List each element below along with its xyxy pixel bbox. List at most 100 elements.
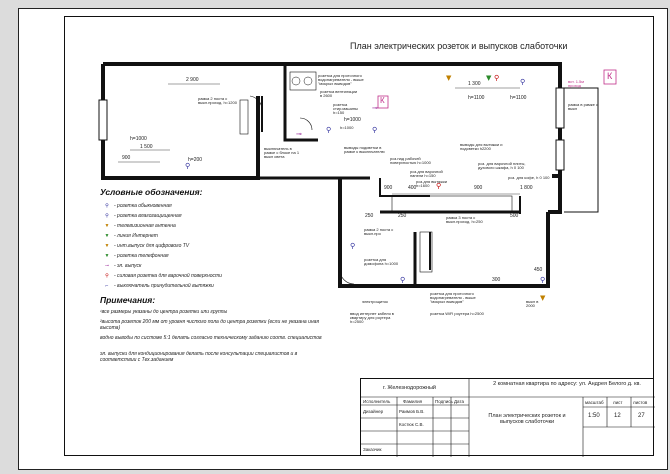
header-cell: Дата <box>454 399 464 404</box>
sheet-title: План электрических розеток и выпусков сл… <box>350 41 568 51</box>
row-cell: Дизайнер <box>363 409 384 414</box>
notes-title: Примечания: <box>100 295 156 305</box>
plan-annotation: розетка WiFi роутера h=2500 <box>430 311 484 316</box>
dim-label: 300 <box>492 277 501 283</box>
legend-item: ⊸ - эл. выпуск <box>100 263 142 269</box>
legend-item: ▼ - инт.выпуск для цифрового TV <box>100 243 190 249</box>
plan-annotation: К <box>607 71 613 81</box>
dim-label: 1 300 <box>468 81 481 87</box>
legend-label: - выключатель принудительной вытяжки <box>114 283 214 289</box>
plan-annotation: розетка для домофона h=1000 <box>364 257 399 267</box>
svg-text:▼: ▼ <box>540 294 546 302</box>
plan-annotation: роз.над рабочей поверхностью h=1000 <box>390 156 431 166</box>
plan-annotation: розетка для проточного водонагревателя -… <box>318 73 364 87</box>
dim-label: 250 <box>398 213 407 219</box>
svg-text:⊸: ⊸ <box>372 104 378 112</box>
sheet-label: лист <box>613 400 623 405</box>
dim-label: 500 <box>510 213 519 219</box>
legend-label: - линия Интернет <box>114 233 158 239</box>
dim-label: h=1000 <box>344 117 361 123</box>
legend-symbol-icon: ▼ <box>104 243 110 249</box>
scale-label: масштаб <box>585 400 604 405</box>
plan-annotation: розетка вентиляции в 2600 <box>320 89 358 99</box>
svg-text:⚲: ⚲ <box>400 276 405 284</box>
legend-item: ⚲- розетка обыкновенная <box>100 203 172 209</box>
svg-text:⚲: ⚲ <box>520 78 525 86</box>
svg-text:⚲: ⚲ <box>372 126 377 134</box>
legend-symbol-icon: ⊸ <box>104 263 110 269</box>
header-cell: Фамилия <box>403 399 423 404</box>
header-cell: Подпись <box>435 399 453 404</box>
plan-annotation: ввод интернет кабеля в квартиру для роут… <box>350 311 394 325</box>
note-item: эл. выпуски для кондиционирования делать… <box>100 351 298 363</box>
dim-label: 400 <box>408 185 417 191</box>
dim-label: h=1100 <box>510 95 527 101</box>
dim-label: 450 <box>534 267 543 273</box>
plan-annotation: розетка стир.машины h=150 <box>333 102 358 116</box>
dim-label: 250 <box>365 213 374 219</box>
city-label: г. Железнодорожный <box>383 385 436 391</box>
legend-symbol-icon: ⚲ <box>105 203 109 209</box>
plan-annotation: рамка в рамке с выкл <box>568 102 598 112</box>
plan-annotation: вст. 1.5м проход <box>568 79 585 89</box>
legend-symbol-icon: ⚲ <box>105 273 109 279</box>
legend-label: - телевизионная антенна <box>114 223 176 229</box>
legend-title: Условные обозначения: <box>100 187 203 197</box>
plan-annotation: роз.для вытяжки h=1600 <box>416 179 447 189</box>
dim-label: 900 <box>384 185 393 191</box>
plan-annotation: роз. для варочной плиты, духового шкафа,… <box>478 161 526 171</box>
note-item: ¹все размеры указаны до центра розетки и… <box>100 309 228 315</box>
legend-label: - розетка влагозащищенная <box>114 213 182 219</box>
svg-text:⚲: ⚲ <box>185 162 190 170</box>
drawing-name: План электрических розеток и выпусков сл… <box>488 413 566 425</box>
plan-annotation: рамка 2 поста с выкл.про <box>364 227 394 237</box>
row-cell: Костюк С.В. <box>399 422 424 427</box>
plan-annotation: выкл в 2000 <box>526 299 539 309</box>
drawing-frame <box>64 16 654 456</box>
legend-symbol-icon: ▼ <box>104 233 110 239</box>
scale-value: 1:50 <box>588 413 600 419</box>
legend-item: ⚲ - розетка влагозащищенная <box>100 213 182 219</box>
plan-annotation: выключатель в рамке с блоке на 1 выкл св… <box>264 146 300 160</box>
plan-annotation: роз.для варочной панели h=150 <box>410 169 443 179</box>
note-item: ²высота розеток 200 мм от уровня чистого… <box>100 319 320 331</box>
dim-label: h=1100 <box>468 95 485 101</box>
legend-item: ⌐ - выключатель принудительной вытяжки <box>100 283 214 289</box>
plan-annotation: выводы для вытяжки и подсветки h2200 <box>460 142 503 152</box>
svg-text:⚲: ⚲ <box>326 126 331 134</box>
plan-annotation: электрощиток <box>362 299 388 304</box>
legend-label: - розетка телефонная <box>114 253 169 259</box>
svg-text:⚲: ⚲ <box>494 74 499 82</box>
svg-text:⚲: ⚲ <box>436 182 441 190</box>
sheets-label: листов <box>633 400 648 405</box>
legend-item: ▼ - линия Интернет <box>100 233 158 239</box>
legend-label: - силовая розетка для варочной поверхнос… <box>114 273 222 279</box>
plan-annotation: рамка 3 поста с выкл.проход. h=250 <box>446 215 483 225</box>
sheets-value: 27 <box>638 413 645 419</box>
plan-annotation: роз. для кофе, h 0 100 <box>508 175 550 180</box>
header-cell: Исполнитель <box>363 399 391 404</box>
project-label: 2 комнатная квартира по адресу: ул. Андр… <box>493 381 641 387</box>
legend-label: - эл. выпуск <box>114 263 142 269</box>
svg-text:⚲: ⚲ <box>540 276 545 284</box>
row-cell: Раимов Б.В. <box>399 409 425 414</box>
dim-label: 900 <box>474 185 483 191</box>
svg-text:▼: ▼ <box>486 74 492 82</box>
dim-label: 900 <box>122 155 131 161</box>
legend-item: ▼- розетка телефонная <box>100 253 169 259</box>
legend-symbol-icon: ⚲ <box>105 213 109 219</box>
title-block: г. Железнодорожный 2 комнатная квартира … <box>360 378 655 457</box>
plan-annotation: рамка 2 поста с выкл.проход. h=1200 <box>198 96 237 106</box>
legend-item: ⚲ - силовая розетка для варочной поверхно… <box>100 273 222 279</box>
plan-annotation: выводы подсветки в рамке к выключателю <box>344 145 385 155</box>
legend-symbol-icon: ▼ <box>104 223 110 229</box>
row-cell: Заказчик <box>363 447 382 452</box>
legend-symbol-icon: ⌐ <box>105 283 109 289</box>
legend-item: ▼ - телевизионная антенна <box>100 223 176 229</box>
svg-text:⊸: ⊸ <box>296 130 302 138</box>
dim-label: 1 800 <box>520 185 533 191</box>
svg-text:▼: ▼ <box>446 74 452 82</box>
dim-label: h=200 <box>188 157 203 163</box>
legend-label: - инт.выпуск для цифрового TV <box>114 243 190 249</box>
sheet-value: 12 <box>614 413 621 419</box>
